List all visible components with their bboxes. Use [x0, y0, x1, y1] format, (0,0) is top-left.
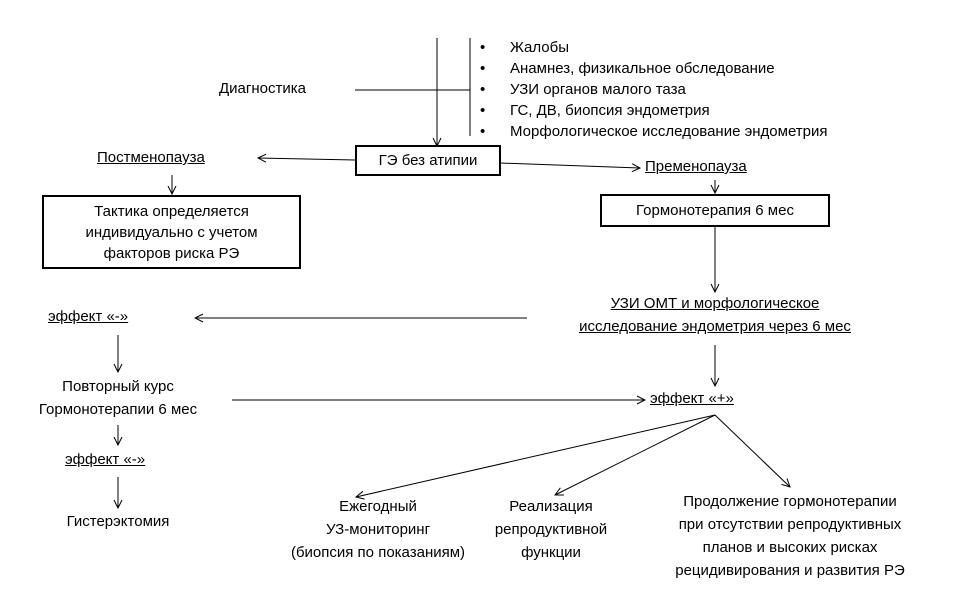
arrow-to-premenopause	[499, 162, 640, 168]
list-item: •УЗИ органов малого таза	[480, 81, 686, 98]
list-item: •Морфологическое исследование эндометрия	[480, 123, 828, 140]
hysterectomy-label: Гистерэктомия	[66, 513, 170, 530]
monitoring-line-3: (биопсия по показаниям)	[290, 544, 466, 561]
effect-negative-1: эффект «-»	[48, 308, 129, 325]
ultrasound-line-1: УЗИ ОМТ и морфологическое	[610, 295, 820, 312]
effect-positive: эффект «+»	[650, 390, 734, 407]
arrow-to-monitoring	[356, 414, 716, 497]
premenopause-label: Пременопауза	[645, 158, 747, 175]
effect-negative-2: эффект «-»	[65, 451, 146, 468]
reproduction-line-3: функции	[521, 544, 581, 561]
repeat-course-line-2: Гормонотерапии 6 мес	[38, 401, 198, 418]
monitoring-line-1: Ежегодный	[339, 498, 417, 515]
list-item: •Жалобы	[480, 39, 569, 56]
reproduction-line-2: репродуктивной	[494, 521, 608, 538]
ultrasound-line-2: исследование эндометрия через 6 мес	[579, 318, 851, 335]
list-item: •ГС, ДВ, биопсия эндометрия	[480, 102, 710, 119]
reproduction-line-1: Реализация	[509, 498, 593, 515]
hormone-box: Гормонотерапия 6 мес	[600, 194, 830, 227]
postmenopause-label: Постменопауза	[97, 149, 205, 166]
arrow-to-postmenopause	[258, 158, 356, 160]
continuation-line-1: Продолжение гормонотерапии	[683, 493, 897, 510]
list-item: •Анамнез, физикальное обследование	[480, 60, 775, 77]
continuation-line-2: при отсутствии репродуктивных	[678, 516, 902, 533]
diagnostics-list: •Жалобы •Анамнез, физикальное обследован…	[480, 37, 828, 142]
main-box: ГЭ без атипии	[355, 145, 501, 176]
continuation-line-4: рецидивирования и развития РЭ	[675, 562, 905, 579]
tactics-box: Тактика определяется индивидуально с уче…	[42, 195, 301, 269]
arrow-to-reproduction	[555, 414, 716, 495]
monitoring-line-2: УЗ-мониторинг	[325, 521, 431, 538]
diagnostics-label: Диагностика	[219, 80, 306, 97]
continuation-line-3: планов и высоких рисках	[702, 539, 878, 556]
arrow-to-continuation	[714, 414, 790, 487]
repeat-course-line-1: Повторный курс	[62, 378, 174, 395]
